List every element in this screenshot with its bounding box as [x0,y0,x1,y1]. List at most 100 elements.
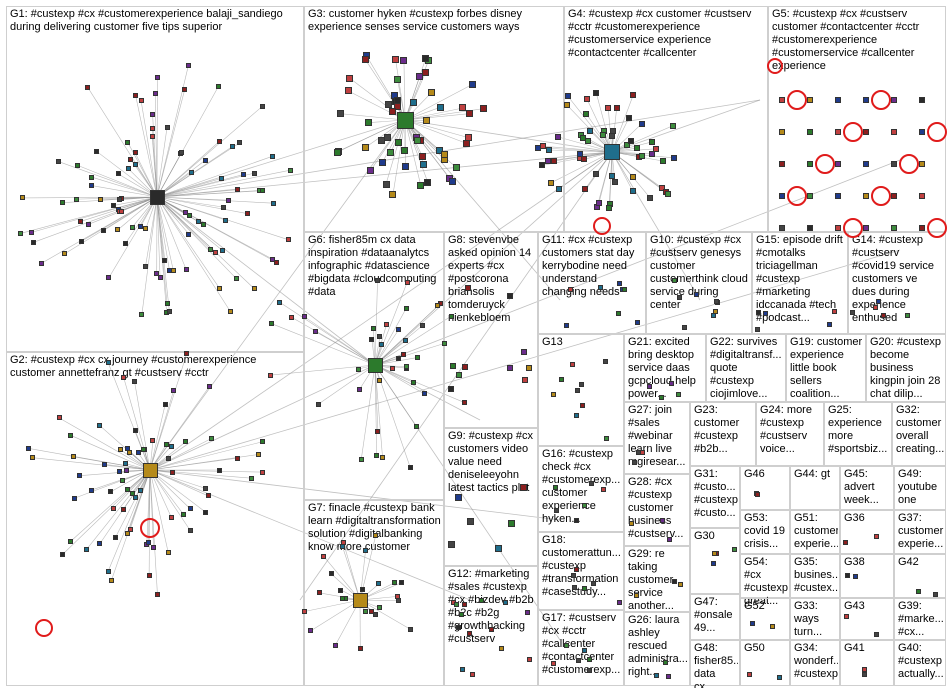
g5-node [807,193,813,199]
g6-node [375,428,381,434]
group-g17: G17: #custserv #cx #cctr #callcenter #co… [538,610,624,686]
g4-edge [567,95,613,153]
g3-hub [396,111,414,129]
g1-node [89,183,95,189]
g1-edge [156,177,222,198]
group-g14-label: G14: #custexp #custserv #covid19 service… [852,234,937,324]
g1-node [118,208,124,214]
g6-node [403,305,409,311]
g2-node [146,573,152,579]
g3-node [402,162,410,170]
g5-node [779,193,785,199]
inter-group-edge [156,99,761,198]
inter-group-edge [404,119,561,301]
group-g7: G7: finacle #custexp bank learn #digital… [304,500,444,686]
g12-node [462,602,468,608]
g1-node [229,144,235,149]
g2-node [67,432,73,438]
g12-node [478,598,484,604]
g3-edge [340,113,406,121]
g2-node [125,487,131,493]
g2-edge [104,464,151,471]
g2-edge [149,353,188,471]
g2-node [187,528,193,534]
g1-node [149,125,155,131]
g1-node [74,196,80,202]
g7-edge [359,599,411,630]
g6-node [358,457,364,463]
g6-edge [279,301,376,366]
g12-node [498,646,504,651]
g5-self-loop [899,154,919,174]
g7-node [363,548,369,553]
group-g1-label: G1: #custexp #cx #customerexperience bal… [10,8,286,33]
g5-self-loop [787,186,807,206]
group-g8-label: G8: stevenvbe asked opinion 14 experts #… [448,234,535,324]
g4-node [629,188,636,195]
g6-node [312,328,318,334]
g4-node [624,141,631,148]
g2-edge [149,469,263,473]
g9-node [448,541,456,549]
g1-node [139,311,145,317]
g2-edge [70,469,151,542]
group-g50: G50 [740,640,790,686]
g1-node [259,103,265,109]
g1-edge [91,185,158,198]
group-g39: G39: #marke... #cx... [894,598,946,640]
g9-node [519,483,527,491]
g1-edge [156,196,211,250]
g2-node [165,550,171,556]
g1-node [133,93,139,99]
g1-node [274,259,280,265]
g1-node [288,167,294,173]
inter-group-edge [156,151,613,198]
inter-group-edge [149,119,406,471]
g6-node [435,303,441,309]
g43-node [844,613,850,619]
g12-node [454,602,460,608]
g2-node [150,438,156,444]
g2-self-loop [140,518,160,538]
group-g27: G27: join #sales #webinar learn live mgi… [624,402,690,474]
g4-node [593,170,600,177]
g4-node [648,150,655,157]
g1-node [251,170,257,176]
g13-node [551,391,557,397]
inter-group-edge [374,364,481,421]
group-g13: G13 [538,334,624,446]
group-g28: G28: #cx #custexp customer business #cus… [624,474,690,546]
g4-node [583,110,590,117]
g2-node [163,441,169,447]
g1-hub [149,189,165,205]
g4-node [564,102,571,109]
g2-node [145,539,151,545]
g13-node [603,436,609,442]
g4-node [556,185,563,192]
g14-node [849,310,855,316]
g13-node [602,359,608,365]
g5-self-loop [815,154,835,174]
g5-node [919,225,925,231]
g7-edge [343,542,361,601]
g1-node [143,225,149,231]
g2-edge [149,457,238,471]
g43-node [873,631,879,637]
g1-node [79,238,85,244]
g6-node [269,321,275,327]
g2-edge [79,469,151,476]
inter-group-edge [374,151,613,366]
g2-node [60,551,66,557]
group-g40-label: G40: #custexp actually... [898,642,946,680]
g5-node [863,161,869,167]
g10-node [713,298,719,304]
g3-node [384,100,392,108]
g10-node [681,325,687,331]
g3-node [479,105,487,113]
group-g9-label: G9: #custexp #cx customers video value n… [448,430,536,494]
g1-node [260,188,266,194]
g4-node [652,145,659,152]
g5-node [835,161,841,167]
g7-node [407,626,413,632]
g1-node [20,195,26,201]
